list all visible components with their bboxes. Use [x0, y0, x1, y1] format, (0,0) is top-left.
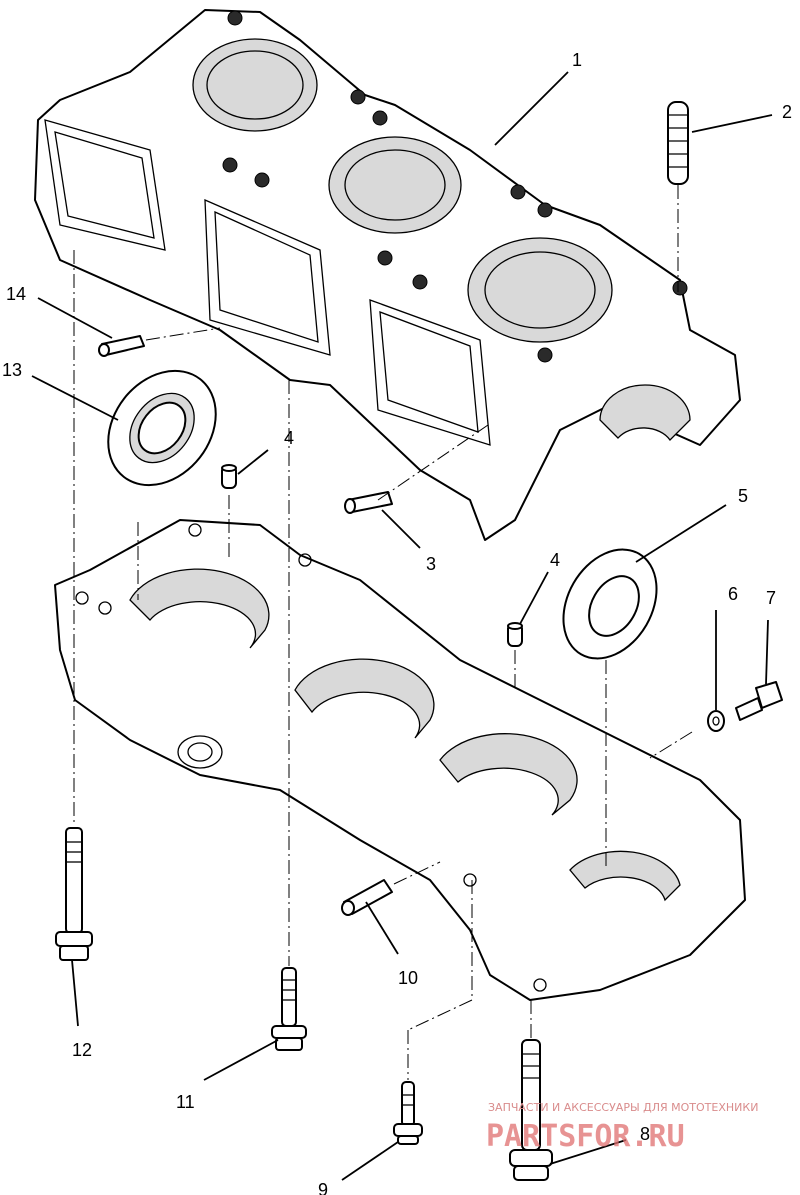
callouts: 1 2 3 4 4 5 6 7 8 9 10 11 12 13 14 — [2, 50, 792, 1195]
callout-6: 6 — [728, 584, 738, 604]
callout-11: 11 — [176, 1092, 195, 1112]
watermark-brand: PARTSFOR.RU — [486, 1119, 685, 1154]
callout-9: 9 — [318, 1180, 328, 1195]
callout-4b: 4 — [550, 550, 560, 570]
bolt-part-9 — [393, 1081, 423, 1145]
callout-5: 5 — [738, 486, 748, 506]
seal-part-13 — [107, 369, 217, 487]
watermark: ЗАПЧАСТИ И АКСЕССУАРЫ ДЛЯ МОТОТЕХНИКИ PA… — [486, 1101, 758, 1154]
bolt-part-8 — [509, 1039, 553, 1181]
lower-crankcase — [54, 519, 746, 1001]
stud-part-2 — [667, 101, 689, 185]
callout-3: 3 — [426, 554, 436, 574]
bolt-part-12 — [55, 827, 93, 961]
callout-1: 1 — [572, 50, 582, 70]
callout-4a: 4 — [284, 428, 294, 448]
dowel-part-4a — [221, 464, 237, 489]
pin-part-3 — [344, 491, 393, 514]
callout-8: 8 — [640, 1124, 650, 1144]
dowel-part-4b — [507, 622, 523, 647]
upper-crankcase — [34, 9, 741, 541]
bolt-part-11 — [271, 967, 307, 1051]
watermark-tagline: ЗАПЧАСТИ И АКСЕССУАРЫ ДЛЯ МОТОТЕХНИКИ — [488, 1101, 758, 1114]
alignment-lines — [73, 185, 693, 1080]
callout-2: 2 — [782, 102, 792, 122]
callout-12: 12 — [72, 1040, 92, 1060]
pin-part-10 — [341, 879, 393, 916]
leader-lines — [31, 71, 773, 1181]
bolt-part-7 — [735, 681, 783, 721]
pin-part-14 — [98, 335, 145, 357]
callout-7: 7 — [766, 588, 776, 608]
callout-10: 10 — [398, 968, 418, 988]
washer-part-6 — [707, 710, 725, 732]
callout-13: 13 — [2, 360, 22, 380]
callout-14: 14 — [6, 284, 26, 304]
seal-part-5 — [562, 548, 658, 660]
